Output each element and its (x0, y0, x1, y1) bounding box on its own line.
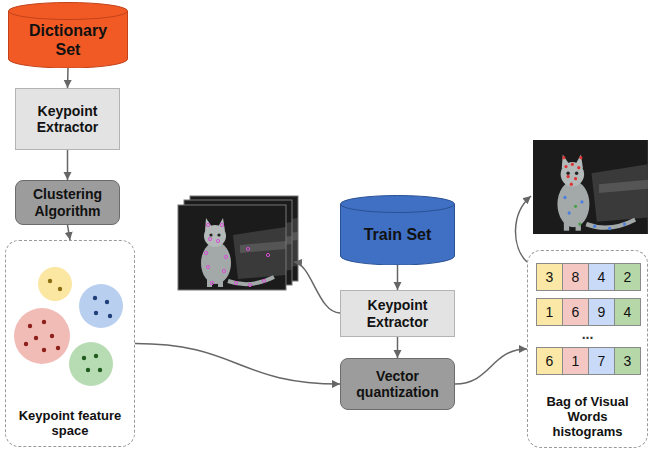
histogram-panel: Bag of Visual Words histograms 3 8 4 2 1 6 9 4 6 1… (527, 250, 648, 448)
process-box: Clustering Algorithm (15, 180, 120, 225)
cell-value: 3 (624, 353, 632, 369)
node-label: Train Set (364, 226, 432, 244)
flow-arrow (67, 150, 69, 180)
ellipsis-label: ... (527, 327, 648, 341)
histogram-cell: 3 (536, 263, 563, 291)
flow-arrow (455, 349, 527, 384)
node-label: Clustering Algorithm (22, 186, 113, 218)
node-label: Vector quantization (347, 368, 448, 400)
cell-value: 4 (624, 304, 632, 320)
database-cylinder: Train Set (340, 195, 455, 265)
histogram-cell: 7 (588, 347, 615, 375)
flow-arrow (397, 265, 399, 290)
histogram-cell: 3 (614, 347, 641, 375)
process-box: Keypoint Extractor (15, 88, 120, 150)
keypoint-image-stack (178, 196, 298, 290)
cell-value: 2 (624, 269, 632, 285)
flow-arrow (135, 344, 340, 385)
cell-value: 6 (572, 304, 580, 320)
histogram-cell: 4 (614, 298, 641, 326)
result-image (533, 140, 648, 234)
database-cylinder: Dictionary Set (8, 2, 128, 68)
cell-value: 1 (546, 304, 554, 320)
image-arrow (294, 262, 340, 313)
cell-value: 4 (598, 269, 606, 285)
flow-arrow (68, 225, 71, 240)
node-label: Keypoint Extractor (22, 103, 113, 135)
histogram-cell: 8 (562, 263, 589, 291)
panel-label: Bag of Visual Words histograms (532, 395, 643, 440)
node-label: Keypoint Extractor (347, 297, 448, 329)
process-box: Keypoint Extractor (340, 290, 455, 337)
cell-value: 8 (572, 269, 580, 285)
flow-arrow (397, 337, 399, 358)
cell-value: 6 (546, 353, 554, 369)
process-box: Vector quantization (340, 358, 455, 410)
histogram-cell: 1 (562, 347, 589, 375)
histogram-cell: 2 (614, 263, 641, 291)
cluster-plot (14, 267, 123, 386)
cell-value: 7 (598, 353, 606, 369)
histogram-cell: 4 (588, 263, 615, 291)
image-arrow (515, 196, 531, 262)
histogram-cell: 6 (562, 298, 589, 326)
panel-label: Keypoint feature space (10, 409, 130, 439)
feature-space-panel: Keypoint feature space (5, 240, 135, 447)
cell-value: 1 (572, 353, 580, 369)
histogram-cell: 1 (536, 298, 563, 326)
histogram-cell: 9 (588, 298, 615, 326)
node-label: Dictionary Set (20, 22, 116, 59)
cell-value: 9 (598, 304, 606, 320)
flow-arrow (67, 68, 69, 88)
cell-value: 3 (546, 269, 554, 285)
histogram-cell: 6 (536, 347, 563, 375)
